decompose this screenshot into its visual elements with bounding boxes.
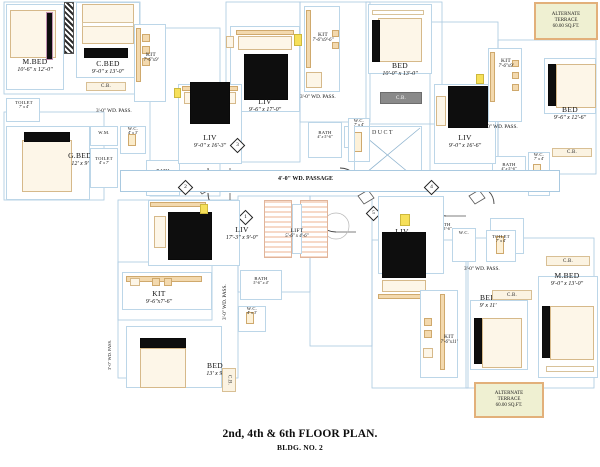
cupboard-4: C.B. xyxy=(222,368,236,392)
cupboard-6: C.B. xyxy=(546,256,590,266)
passage-label-6: 3'-0" WD. PASS. xyxy=(464,266,500,272)
tv-unit xyxy=(190,82,230,124)
kitchen-fixture xyxy=(512,72,519,79)
sofa-back xyxy=(378,294,426,299)
kitchen-fixture xyxy=(142,46,150,54)
bed-headboard xyxy=(474,318,482,364)
kitchen-fixture xyxy=(424,330,432,338)
bed-headboard xyxy=(542,306,550,358)
sofa-seat xyxy=(154,216,166,248)
central-passage-band xyxy=(120,170,560,192)
bed-furniture xyxy=(378,18,422,62)
passage-label-2: 3'-0" WD. PASS. xyxy=(300,94,336,100)
accent-block xyxy=(476,74,484,84)
cupboard-2: C.B. xyxy=(380,92,422,104)
tv-unit xyxy=(168,212,212,260)
sofa-seat xyxy=(238,36,292,50)
tv-unit xyxy=(448,86,488,128)
room-wc-4 xyxy=(452,228,476,262)
room-toilet-3 xyxy=(486,230,516,262)
accent-block xyxy=(200,204,208,214)
passage-label-3: 3'-0" WD. PASS. xyxy=(482,124,518,130)
kitchen-counter xyxy=(440,294,445,370)
kitchen-sink xyxy=(306,72,322,88)
room-toilet-1 xyxy=(6,98,40,122)
passage-label-4: 4'-0" WD. PASSAGE xyxy=(278,176,333,182)
bed-furniture xyxy=(556,64,596,108)
wardrobe-strip xyxy=(372,10,424,15)
toilet-fixture xyxy=(496,236,504,254)
shaft-hatch xyxy=(64,2,74,54)
kitchen-fixture xyxy=(512,84,519,91)
passage-label-7: 3'-0" WD. PASS. xyxy=(107,339,112,370)
kitchen-fixture xyxy=(142,34,150,42)
staircase-right xyxy=(300,200,328,258)
accent-block xyxy=(174,88,181,98)
plan-title: 2nd, 4th & 6th FLOOR PLAN. xyxy=(222,428,378,440)
bed-headboard xyxy=(46,12,53,60)
bed-headboard xyxy=(140,338,186,348)
alternate-terrace-bottom: ALTERNATE TERRACE 60.00 SQ.FT. xyxy=(474,382,544,418)
room-bath-5 xyxy=(240,270,282,300)
cupboard-1: C.B. xyxy=(86,82,126,91)
bed-furniture xyxy=(550,306,594,360)
sofa-seat xyxy=(436,96,446,126)
bed-furniture xyxy=(22,140,72,192)
sofa-seat xyxy=(382,280,426,292)
sofa-back xyxy=(236,30,294,35)
bed-headboard xyxy=(372,20,380,62)
bed-dark-block xyxy=(84,48,128,58)
kitchen-fixture xyxy=(512,60,519,67)
cupboard-3: C.B. xyxy=(552,148,592,157)
wardrobe-strip xyxy=(546,366,594,372)
kitchen-counter xyxy=(136,28,141,82)
tv-unit xyxy=(382,232,426,278)
side-unit xyxy=(226,36,234,48)
alternate-terrace-top: ALTERNATE TERRACE 60.00 SQ.FT. xyxy=(534,2,598,40)
bed-headboard xyxy=(548,64,556,106)
passage-label-5: 3'-0" WD. PASS. xyxy=(222,284,228,320)
tv-unit xyxy=(244,54,288,100)
kitchen-fixture xyxy=(164,278,172,286)
room-bath-2 xyxy=(308,122,342,158)
wc-fixture xyxy=(128,134,136,146)
kitchen-fixture xyxy=(424,318,432,326)
title-block: 2nd, 4th & 6th FLOOR PLAN. BLDG. NO. 2 xyxy=(0,428,600,452)
bed-furniture xyxy=(482,318,522,368)
room-washing-machine xyxy=(90,126,118,146)
accent-block xyxy=(294,34,302,46)
staircase-left xyxy=(264,200,292,258)
plan-subtitle: BLDG. NO. 2 xyxy=(277,443,323,452)
kitchen-sink xyxy=(423,348,433,358)
door-marker-1: 1 xyxy=(237,209,254,226)
passage-label-1: 3'-0" WD. PASS. xyxy=(96,108,132,114)
bed-headboard xyxy=(24,132,70,142)
kitchen-fixture xyxy=(332,42,339,49)
sofa-back xyxy=(150,202,206,207)
kitchen-fixture xyxy=(152,278,160,286)
kitchen-counter xyxy=(490,52,495,102)
kitchen-sink xyxy=(130,278,140,286)
kitchen-counter xyxy=(306,10,311,68)
room-toilet-2 xyxy=(90,148,118,188)
wardrobe-strip xyxy=(82,22,134,27)
room-label-duct: DUCT xyxy=(372,130,394,136)
cupboard-5: C.B. xyxy=(492,290,532,300)
kitchen-fixture xyxy=(142,58,150,66)
accent-block xyxy=(400,214,410,226)
bed-furniture xyxy=(140,348,186,388)
wc-fixture xyxy=(246,312,254,324)
kitchen-fixture xyxy=(332,30,339,37)
lift-shaft xyxy=(292,204,302,254)
